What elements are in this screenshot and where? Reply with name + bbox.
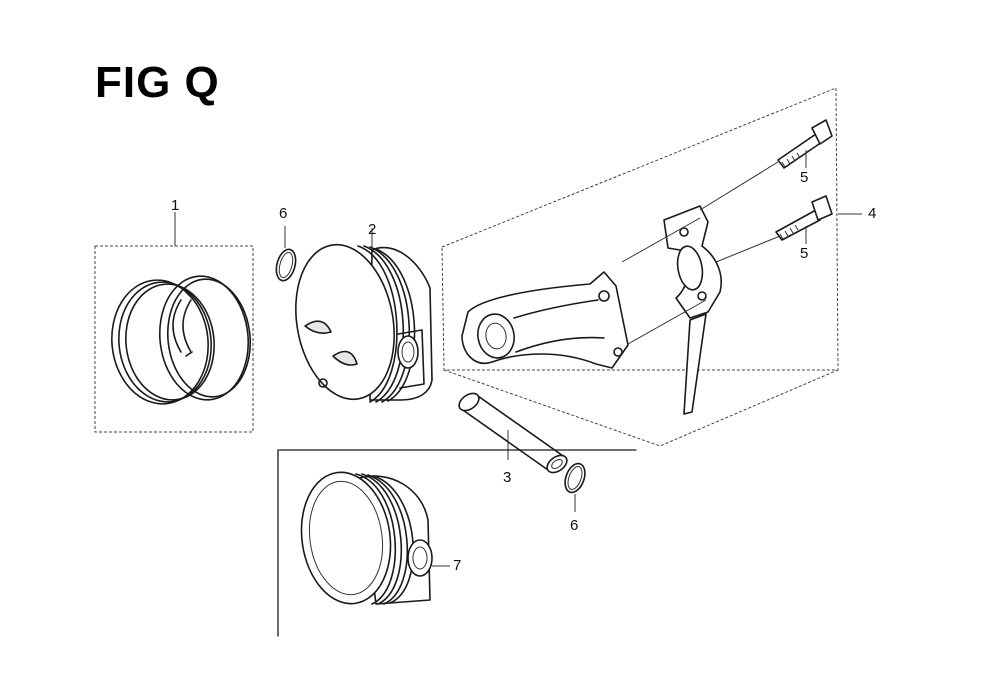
piston [295, 228, 433, 403]
callout-4: 4 [868, 205, 877, 222]
callout-3: 3 [503, 469, 512, 486]
callout-5-upper: 5 [800, 169, 809, 186]
connecting-rod-bolt-upper [777, 119, 833, 169]
piston-pin [458, 392, 568, 474]
callout-6-upper: 6 [279, 205, 288, 222]
figure-title: FIG Q [95, 58, 220, 107]
ring-set-boundary [94, 245, 254, 433]
callout-7: 7 [453, 557, 462, 574]
piston-alternate [277, 449, 637, 637]
piston-pin-clip-upper [275, 226, 297, 282]
callout-5-lower: 5 [800, 245, 809, 262]
piston-ring-set [94, 212, 254, 433]
callout-1: 1 [171, 197, 180, 214]
callout-2: 2 [368, 221, 377, 238]
connecting-rod-bolt-lower [775, 195, 833, 244]
connecting-rod-assembly [441, 87, 862, 447]
callout-6-lower: 6 [570, 517, 579, 534]
piston-pin-clip-lower [564, 462, 586, 512]
